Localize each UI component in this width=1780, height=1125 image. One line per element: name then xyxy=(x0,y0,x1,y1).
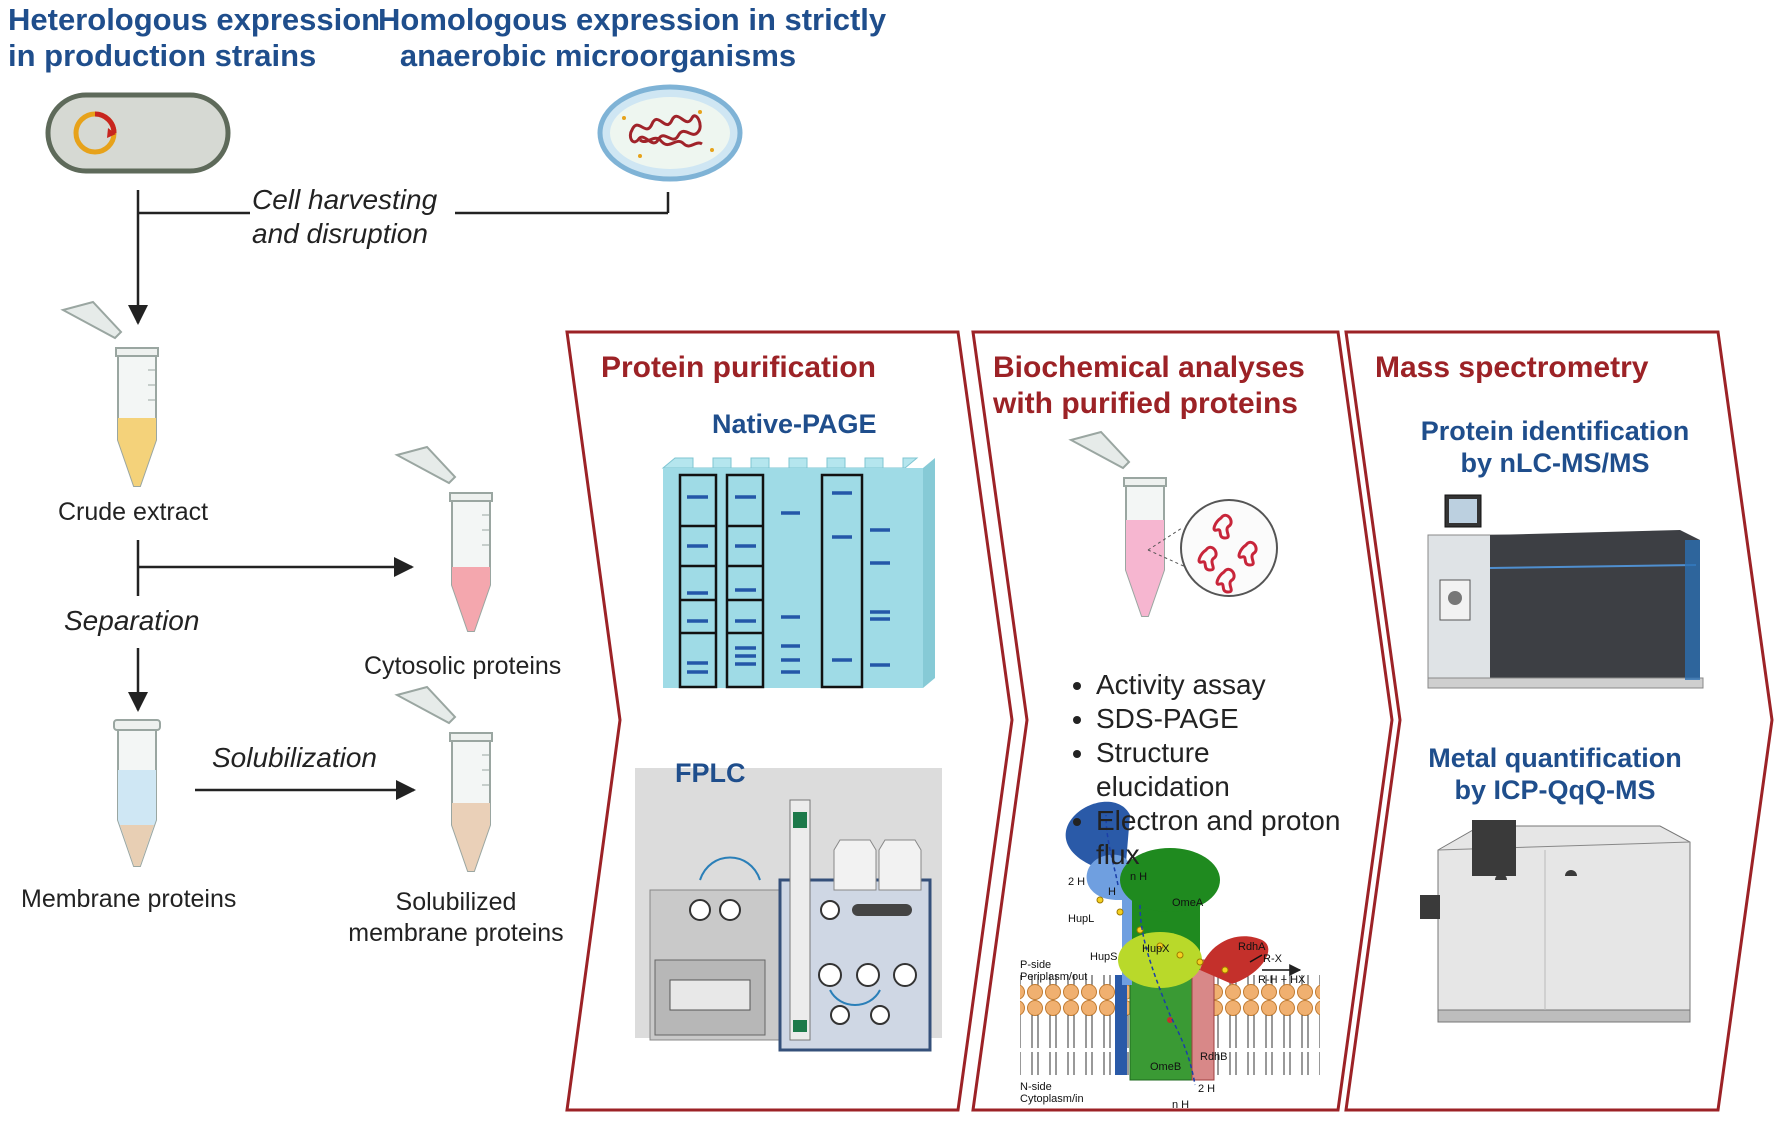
anaerobic-cell-icon xyxy=(597,84,743,182)
biochem-title-line-1: Biochemical analyses xyxy=(993,351,1305,384)
membrane-proteins-label: Membrane proteins xyxy=(21,885,237,913)
protein-identification-label: Protein identification by nLC-MS/MS xyxy=(1400,415,1710,479)
solubilized-membrane-proteins-label: Solubilized membrane proteins xyxy=(336,887,576,949)
cytosolic-proteins-label: Cytosolic proteins xyxy=(364,652,562,680)
label-pside: P-side xyxy=(1020,959,1051,971)
metal-quantification-label: Metal quantification by ICP-QqQ-MS xyxy=(1400,742,1710,806)
harvest-step-label: Cell harvesting and disruption xyxy=(252,183,437,251)
complex-labels: 2 H H n H HupL HupS HupX OmeA OmeB RdhA … xyxy=(1020,871,1306,1111)
heterologous-line-2: in production strains xyxy=(8,38,317,73)
metal-line-1: Metal quantification xyxy=(1428,743,1682,773)
label-nside: N-side xyxy=(1020,1081,1052,1093)
cytosolic-tube-icon xyxy=(394,445,493,632)
bullet-structure: Structure elucidation xyxy=(1096,736,1276,804)
label-2h-bottom: 2 H xyxy=(1198,1083,1215,1095)
biochem-title-line-2: with purified proteins xyxy=(993,387,1298,420)
purification-title: Protein purification xyxy=(601,351,877,384)
membrane-complex-diagram xyxy=(1020,801,1320,1086)
fplc-label: FPLC xyxy=(675,758,746,788)
ms-title: Mass spectrometry xyxy=(1375,351,1649,384)
label-hupx: HupX xyxy=(1142,943,1170,955)
label-cytoplasm: Cytoplasm/in xyxy=(1020,1093,1084,1105)
bullet-activity-assay: Activity assay xyxy=(1096,668,1364,702)
icp-qqq-ms-instrument-icon xyxy=(1420,820,1691,1023)
membrane-tube-icon xyxy=(113,719,161,867)
solubilized-line-2: membrane proteins xyxy=(348,919,564,947)
separation-step-label: Separation xyxy=(64,605,200,636)
harvest-line-1: Cell harvesting xyxy=(252,184,438,215)
purified-protein-tube-icon xyxy=(1068,430,1278,617)
native-page-label: Native-PAGE xyxy=(712,409,877,439)
biochem-title: Biochemical analyses with purified prote… xyxy=(993,350,1305,422)
label-rh: R-H + HX xyxy=(1258,974,1306,986)
label-nh-bottom: n H xyxy=(1172,1099,1189,1111)
homologous-heading: Homologous expression in strictly anaero… xyxy=(378,2,887,74)
fplc-instrument-icon xyxy=(635,768,942,1052)
metal-line-2: by ICP-QqQ-MS xyxy=(1454,775,1656,805)
biochem-panel-frame xyxy=(971,330,1394,1112)
harvest-line-2: and disruption xyxy=(252,218,428,249)
label-rx: R-X xyxy=(1263,953,1283,965)
native-page-gel-icon xyxy=(661,457,935,689)
solubilized-tube-icon xyxy=(394,685,493,872)
bullet-electron-proton-flux: Electron and proton flux xyxy=(1096,804,1366,872)
purification-panel-frame xyxy=(565,330,1014,1112)
label-periplasm: Periplasm/out xyxy=(1020,971,1087,983)
label-h2: H xyxy=(1108,886,1116,898)
nlc-msms-instrument-icon xyxy=(1427,494,1704,689)
heterologous-line-1: Heterologous expression xyxy=(8,2,381,37)
label-hupl: HupL xyxy=(1068,913,1094,925)
bullet-sds-page: SDS-PAGE xyxy=(1096,702,1364,736)
separation-arrows xyxy=(128,540,416,800)
label-hups: HupS xyxy=(1090,951,1118,963)
label-2h-top: 2 H xyxy=(1068,876,1085,888)
heterologous-heading: Heterologous expression in production st… xyxy=(8,2,380,74)
label-rdhb: RdhB xyxy=(1200,1051,1228,1063)
harvest-connector xyxy=(128,190,670,325)
label-rdha: RdhA xyxy=(1238,941,1266,953)
ms-panel-frame xyxy=(1344,330,1774,1112)
label-omeb: OmeB xyxy=(1150,1061,1181,1073)
solubilization-step-label: Solubilization xyxy=(212,742,377,773)
crude-extract-label: Crude extract xyxy=(58,498,209,526)
production-strain-cell-icon xyxy=(45,92,231,174)
ident-line-1: Protein identification xyxy=(1420,416,1690,446)
homologous-line-2: anaerobic microorganisms xyxy=(399,38,797,73)
ident-line-2: by nLC-MS/MS xyxy=(1460,448,1650,478)
crude-extract-tube-icon xyxy=(60,300,159,487)
biochem-bullets: Activity assay SDS-PAGE Structure elucid… xyxy=(1064,668,1364,872)
homologous-line-1: Homologous expression in strictly xyxy=(378,2,887,37)
solubilized-line-1: Solubilized xyxy=(395,888,517,916)
label-nh-top: n H xyxy=(1130,871,1147,883)
label-omea: OmeA xyxy=(1172,897,1204,909)
